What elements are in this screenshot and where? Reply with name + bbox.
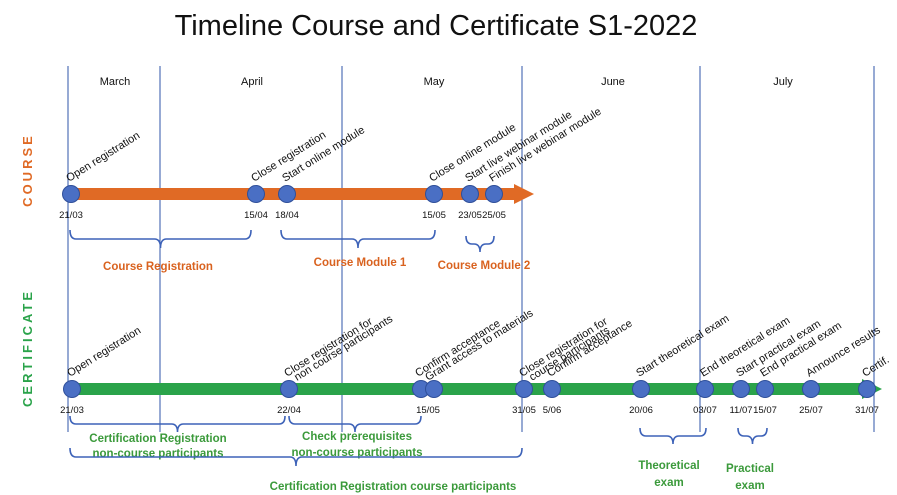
certificate-event-label: Open registration <box>65 325 143 380</box>
course-event-date: 25/05 <box>482 210 506 221</box>
certificate-event-marker <box>756 380 774 398</box>
certificate-event-marker <box>63 380 81 398</box>
course-event-marker <box>247 185 265 203</box>
certificate-event-label: Certif. <box>860 354 891 380</box>
diagram-title: Timeline Course and Certificate S1-2022 <box>175 10 698 42</box>
certificate-event-date: 25/07 <box>799 405 823 416</box>
month-label-may: May <box>424 76 445 88</box>
course-event-date: 23/05 <box>458 210 482 221</box>
course-group-label-module-1: Course Module 1 <box>314 257 407 269</box>
cert-group-label-registration-non-course: Certification Registration <box>89 433 226 445</box>
certificate-event-marker <box>802 380 820 398</box>
course-event-marker <box>278 185 296 203</box>
month-label-june: June <box>601 76 625 88</box>
cert-bracket-theoretical-exam <box>639 427 707 445</box>
cert-bracket-registration-course <box>69 447 523 467</box>
course-event-label: Finish live webinar module <box>487 106 603 185</box>
certificate-event-marker <box>425 380 443 398</box>
certificate-event-date: 31/05 <box>512 405 536 416</box>
cert-group-label-practical-exam-2: exam <box>735 480 764 492</box>
course-event-marker <box>461 185 479 203</box>
certificate-event-date: 03/07 <box>693 405 717 416</box>
cert-group-label-theoretical-exam-2: exam <box>654 477 683 489</box>
certificate-side-label: CERTIFICATE <box>20 289 35 407</box>
certificate-event-date: 20/06 <box>629 405 653 416</box>
course-event-marker <box>485 185 503 203</box>
course-event-label: Open registration <box>64 130 142 185</box>
cert-group-label-theoretical-exam: Theoretical <box>638 460 699 472</box>
certificate-event-marker <box>858 380 876 398</box>
course-group-label-module-2: Course Module 2 <box>438 260 531 272</box>
course-event-date: 21/03 <box>59 210 83 221</box>
course-bracket-module-2 <box>465 235 495 253</box>
certificate-event-label-line2: non course participants <box>292 313 395 384</box>
certificate-event-date: 15/05 <box>416 405 440 416</box>
cert-group-label-registration-non-course-2: non-course participants <box>93 448 224 460</box>
certificate-event-marker <box>515 380 533 398</box>
course-timeline-arrowhead <box>514 184 534 204</box>
cert-group-label-prerequisites-2: non-course participants <box>292 447 423 459</box>
cert-bracket-registration-non-course <box>69 415 286 433</box>
month-label-march: March <box>100 76 131 88</box>
certificate-event-marker <box>632 380 650 398</box>
course-event-marker <box>62 185 80 203</box>
certificate-timeline-bar <box>69 383 864 395</box>
course-event-date: 15/04 <box>244 210 268 221</box>
certificate-event-date: 22/04 <box>277 405 301 416</box>
certificate-event-marker <box>280 380 298 398</box>
certificate-event-date: 31/07 <box>855 405 879 416</box>
cert-bracket-prerequisites <box>288 415 422 433</box>
month-label-april: April <box>241 76 263 88</box>
certificate-event-date: 15/07 <box>753 405 777 416</box>
cert-group-label-practical-exam: Practical <box>726 463 774 475</box>
certificate-event-date: 21/03 <box>60 405 84 416</box>
course-event-marker <box>425 185 443 203</box>
course-bracket-module-1 <box>280 229 436 249</box>
course-event-date: 15/05 <box>422 210 446 221</box>
month-label-july: July <box>773 76 793 88</box>
cert-group-label-prerequisites: Check prerequisites <box>302 431 412 443</box>
certificate-event-date: 5/06 <box>543 405 562 416</box>
certificate-event-marker <box>543 380 561 398</box>
cert-bracket-practical-exam <box>737 427 768 445</box>
cert-group-label-registration-course: Certification Registration course partic… <box>270 481 517 493</box>
course-event-date: 18/04 <box>275 210 299 221</box>
certificate-event-marker <box>696 380 714 398</box>
course-side-label: COURSE <box>20 133 35 207</box>
course-group-label-registration: Course Registration <box>103 261 213 273</box>
course-bracket-registration <box>69 229 252 249</box>
certificate-event-date: 11/07 <box>729 405 752 416</box>
certificate-event-marker <box>732 380 750 398</box>
